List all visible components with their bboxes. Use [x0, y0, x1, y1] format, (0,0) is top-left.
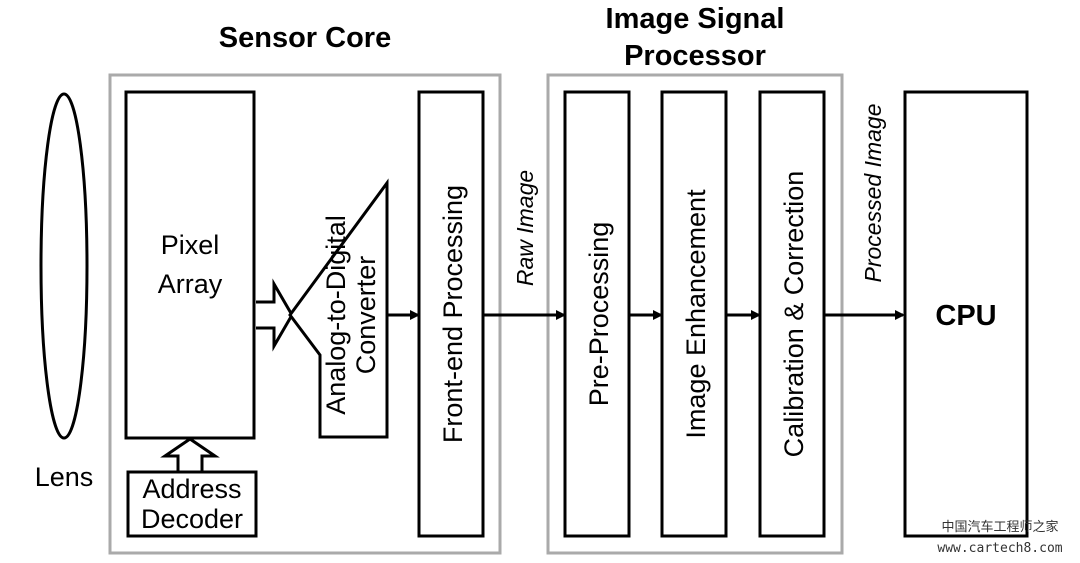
watermark-line2: www.cartech8.com	[937, 541, 1062, 556]
address-decoder-label-line2: Decoder	[141, 504, 243, 534]
adc-label-line1: Analog-to-Digital	[321, 215, 351, 415]
isp-title-line1: Image Signal	[606, 3, 785, 35]
pixel-array-label-line2: Array	[158, 269, 223, 299]
pixel-to-adc-hollow-arrow	[256, 278, 294, 352]
address-decoder-block	[126, 470, 258, 538]
lens-label: Lens	[35, 462, 94, 492]
pixel-array-label-line1: Pixel	[161, 230, 220, 260]
isp-title-line2: Processor	[624, 40, 766, 72]
adc-block	[288, 178, 389, 439]
image-enhancement-label: Image Enhancement	[681, 189, 711, 439]
cpu-label: CPU	[935, 300, 996, 332]
calibration-correction-block	[758, 90, 826, 538]
decoder-to-pixel-hollow-arrow	[160, 437, 220, 472]
sensor-core-title: Sensor Core	[219, 22, 391, 54]
pre-processing-block	[563, 90, 631, 538]
pre-processing-label: Pre-Processing	[584, 222, 614, 407]
frontend-processing-block	[417, 90, 485, 538]
cpu-block	[903, 90, 1029, 538]
lens-ellipse	[39, 92, 89, 440]
frontend-processing-label: Front-end Processing	[438, 185, 468, 443]
image-enhancement-block	[660, 90, 728, 538]
processed-image-label: Processed Image	[860, 104, 886, 283]
address-decoder-label-line1: Address	[142, 474, 241, 504]
pixel-array-block	[124, 90, 256, 440]
raw-image-label: Raw Image	[512, 170, 538, 286]
watermark-line1: 中国汽车工程师之家	[941, 519, 1058, 535]
calibration-correction-label: Calibration & Correction	[779, 171, 809, 458]
adc-label-line2: Converter	[351, 256, 381, 375]
